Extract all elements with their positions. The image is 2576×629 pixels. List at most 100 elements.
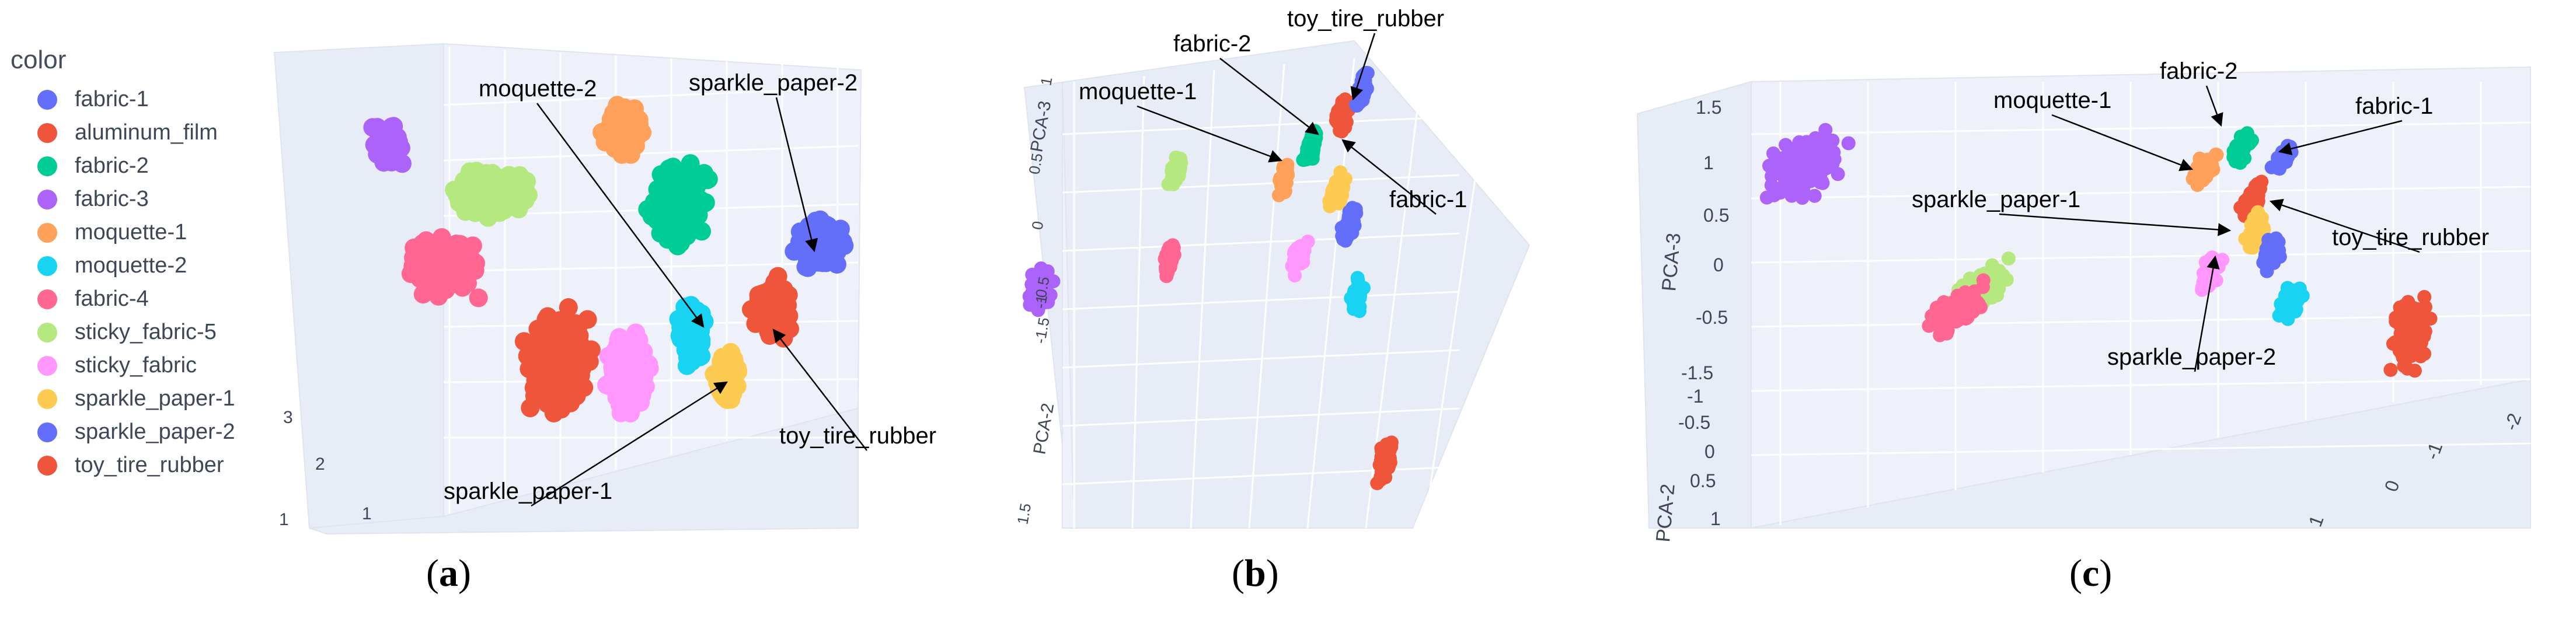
- annotation-label: sparkle_paper-1: [444, 478, 612, 504]
- data-point: [1302, 150, 1317, 165]
- data-point: [1305, 139, 1319, 154]
- data-point: [1783, 152, 1797, 167]
- axis-tick-a: 2: [315, 455, 325, 474]
- data-point: [1343, 214, 1358, 228]
- annotation-arrow: [2269, 198, 2420, 253]
- axis-tick-c-y: -1: [1687, 386, 1703, 407]
- legend-item-fabric-1[interactable]: fabric-1: [11, 83, 314, 116]
- data-point: [1819, 161, 1833, 176]
- data-point: [761, 298, 779, 317]
- data-point: [2396, 322, 2411, 336]
- annotation-b-fabric-2: fabric-2: [1173, 31, 1319, 135]
- data-point: [2417, 290, 2432, 304]
- annotation-label: sparkle_paper-2: [2107, 344, 2276, 370]
- panel-label-b-open: (: [1232, 552, 1245, 595]
- legend-swatch: [37, 123, 57, 143]
- legend-item-toy_tire_rubber[interactable]: toy_tire_rubber: [11, 449, 314, 482]
- panel-label-b: (b): [1232, 551, 1279, 596]
- data-point: [1807, 188, 1822, 203]
- data-point: [456, 254, 476, 274]
- annotation-label: toy_tire_rubber: [1287, 6, 1444, 32]
- data-point: [698, 170, 717, 190]
- annotation-label: fabric-2: [2160, 58, 2237, 84]
- annotation-arrow: [2194, 255, 2220, 372]
- legend-swatch: [37, 289, 57, 309]
- cluster-b-aluminum_film: [1370, 435, 1399, 491]
- data-point: [432, 228, 451, 247]
- panel-b-wall: [1023, 40, 1531, 529]
- data-point: [378, 151, 398, 169]
- cluster-c-toy_tire_rubber: [2233, 174, 2269, 223]
- annotation-c-sparkle_paper-2: sparkle_paper-2: [2107, 255, 2276, 372]
- annotation-arrow: [1137, 105, 1283, 163]
- annotation-arrow: [536, 103, 705, 328]
- axis-title-c: PCA-3: [1658, 232, 1685, 292]
- legend-item-fabric-3[interactable]: fabric-3: [11, 183, 314, 216]
- data-point: [2261, 237, 2276, 252]
- annotation-label: toy_tire_rubber: [779, 423, 936, 449]
- cluster-b-sticky_fabric: [1285, 235, 1315, 283]
- annotation-label: fabric-2: [1173, 31, 1251, 57]
- annotation-label: moquette-1: [1993, 88, 2111, 113]
- cluster-a-fabric-3: [363, 117, 412, 173]
- cluster-b-sticky_fabric-5: [1161, 151, 1188, 191]
- grid-line-a: [443, 261, 859, 272]
- legend-item-moquette-2[interactable]: moquette-2: [11, 249, 314, 282]
- legend-label: moquette-1: [75, 220, 187, 244]
- legend-item-sticky_fabric-5[interactable]: sticky_fabric-5: [11, 316, 314, 349]
- data-point: [2397, 359, 2411, 373]
- legend-label: fabric-4: [75, 286, 149, 311]
- legend-item-moquette-1[interactable]: moquette-1: [11, 216, 314, 249]
- data-point: [2202, 265, 2217, 280]
- annotation-arrow: [531, 381, 728, 507]
- data-point: [1956, 291, 1971, 305]
- legend-swatch: [37, 389, 57, 409]
- data-point: [1831, 167, 1845, 181]
- legend-item-sticky_fabric[interactable]: sticky_fabric: [11, 349, 314, 382]
- axis-title-c: PCA-2: [1652, 483, 1679, 543]
- annotation-arrow: [772, 329, 867, 451]
- data-point: [1820, 151, 1835, 165]
- data-point: [1375, 448, 1390, 463]
- panel-label-a-open: (: [426, 552, 439, 595]
- grid-line-c: [1751, 121, 2531, 135]
- grid-line-c: [1751, 186, 2531, 200]
- data-point: [725, 354, 744, 373]
- data-point: [566, 336, 585, 355]
- data-point: [710, 368, 730, 387]
- legend-item-fabric-4[interactable]: fabric-4: [11, 282, 314, 316]
- legend-item-aluminum_film[interactable]: aluminum_film: [11, 116, 314, 149]
- axis-tick-c-y: -0.5: [1678, 412, 1710, 433]
- data-point: [2281, 298, 2296, 312]
- data-point: [823, 239, 842, 258]
- grid-line-c: [1751, 442, 2531, 456]
- cluster-a-toy_tire_rubber: [742, 267, 799, 348]
- data-point: [1292, 256, 1307, 270]
- annotation-c-fabric-2: fabric-2: [2160, 58, 2237, 127]
- axis-tick-c-y: 1: [1710, 508, 1721, 529]
- annotation-b-toy_tire_rubber: toy_tire_rubber: [1287, 6, 1444, 101]
- grid-line-b: [1248, 64, 1285, 529]
- data-point: [441, 261, 461, 280]
- data-point: [566, 380, 585, 399]
- panel-label-c: (c): [2069, 551, 2112, 596]
- cluster-a-sticky_fabric: [597, 323, 659, 422]
- annotation-b-moquette-1: moquette-1: [1079, 79, 1283, 163]
- data-point: [612, 351, 631, 370]
- data-point: [414, 261, 433, 280]
- annotation-arrow: [1219, 58, 1319, 135]
- legend-item-sparkle_paper-2[interactable]: sparkle_paper-2: [11, 415, 314, 449]
- data-point: [1335, 95, 1350, 109]
- data-point: [774, 329, 793, 348]
- annotation-label: sparkle_paper-2: [689, 70, 857, 96]
- annotation-arrow: [775, 97, 818, 253]
- legend-item-fabric-2[interactable]: fabric-2: [11, 149, 314, 183]
- legend-item-sparkle_paper-1[interactable]: sparkle_paper-1: [11, 382, 314, 415]
- data-point: [652, 181, 671, 201]
- annotation-arrow: [2051, 114, 2194, 172]
- cluster-a-fabric-2: [638, 154, 718, 256]
- cluster-b-toy_tire_rubber: [1329, 92, 1358, 139]
- legend-swatch: [37, 256, 57, 276]
